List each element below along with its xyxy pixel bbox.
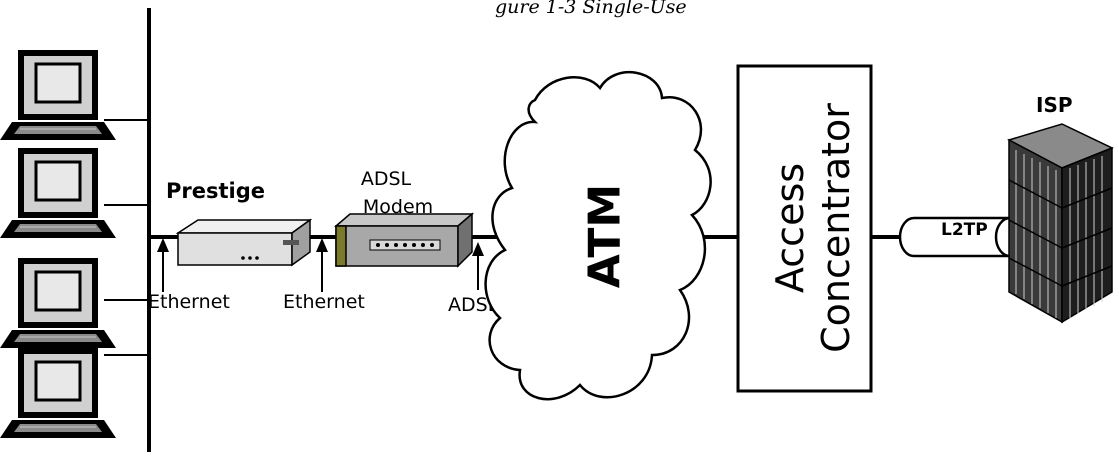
arrow-up-icon bbox=[316, 238, 328, 292]
arrow-up-icon bbox=[472, 242, 484, 290]
access-concentrator-box bbox=[736, 64, 873, 393]
laptop-icon bbox=[0, 256, 149, 350]
isp-building-icon bbox=[1007, 123, 1114, 324]
concentrator-label-line2: Concentrator bbox=[814, 103, 858, 353]
atm-label: ATM bbox=[580, 184, 631, 288]
prestige-router-icon bbox=[175, 218, 313, 267]
adsl-modem-icon bbox=[333, 212, 475, 268]
modem-label-line1: ADSL bbox=[361, 168, 412, 190]
figure-caption: gure 1-3 Single-Use bbox=[495, 0, 687, 18]
ethernet-wan-label: Ethernet bbox=[283, 291, 365, 313]
concentrator-label-line1: Access bbox=[768, 163, 812, 293]
prestige-label: Prestige bbox=[166, 179, 265, 203]
adsl-label: ADSL bbox=[448, 294, 499, 316]
laptop-icon bbox=[0, 146, 149, 240]
atm-cloud-shape bbox=[484, 71, 712, 401]
l2tp-label: L2TP bbox=[941, 220, 988, 240]
laptop-icon bbox=[0, 346, 149, 440]
isp-label: ISP bbox=[1036, 93, 1073, 117]
arrow-up-icon bbox=[157, 238, 169, 292]
laptop-icon bbox=[0, 48, 149, 142]
ethernet-lan-label: Ethernet bbox=[148, 291, 230, 313]
modem-label-line2: Modem bbox=[363, 196, 433, 218]
